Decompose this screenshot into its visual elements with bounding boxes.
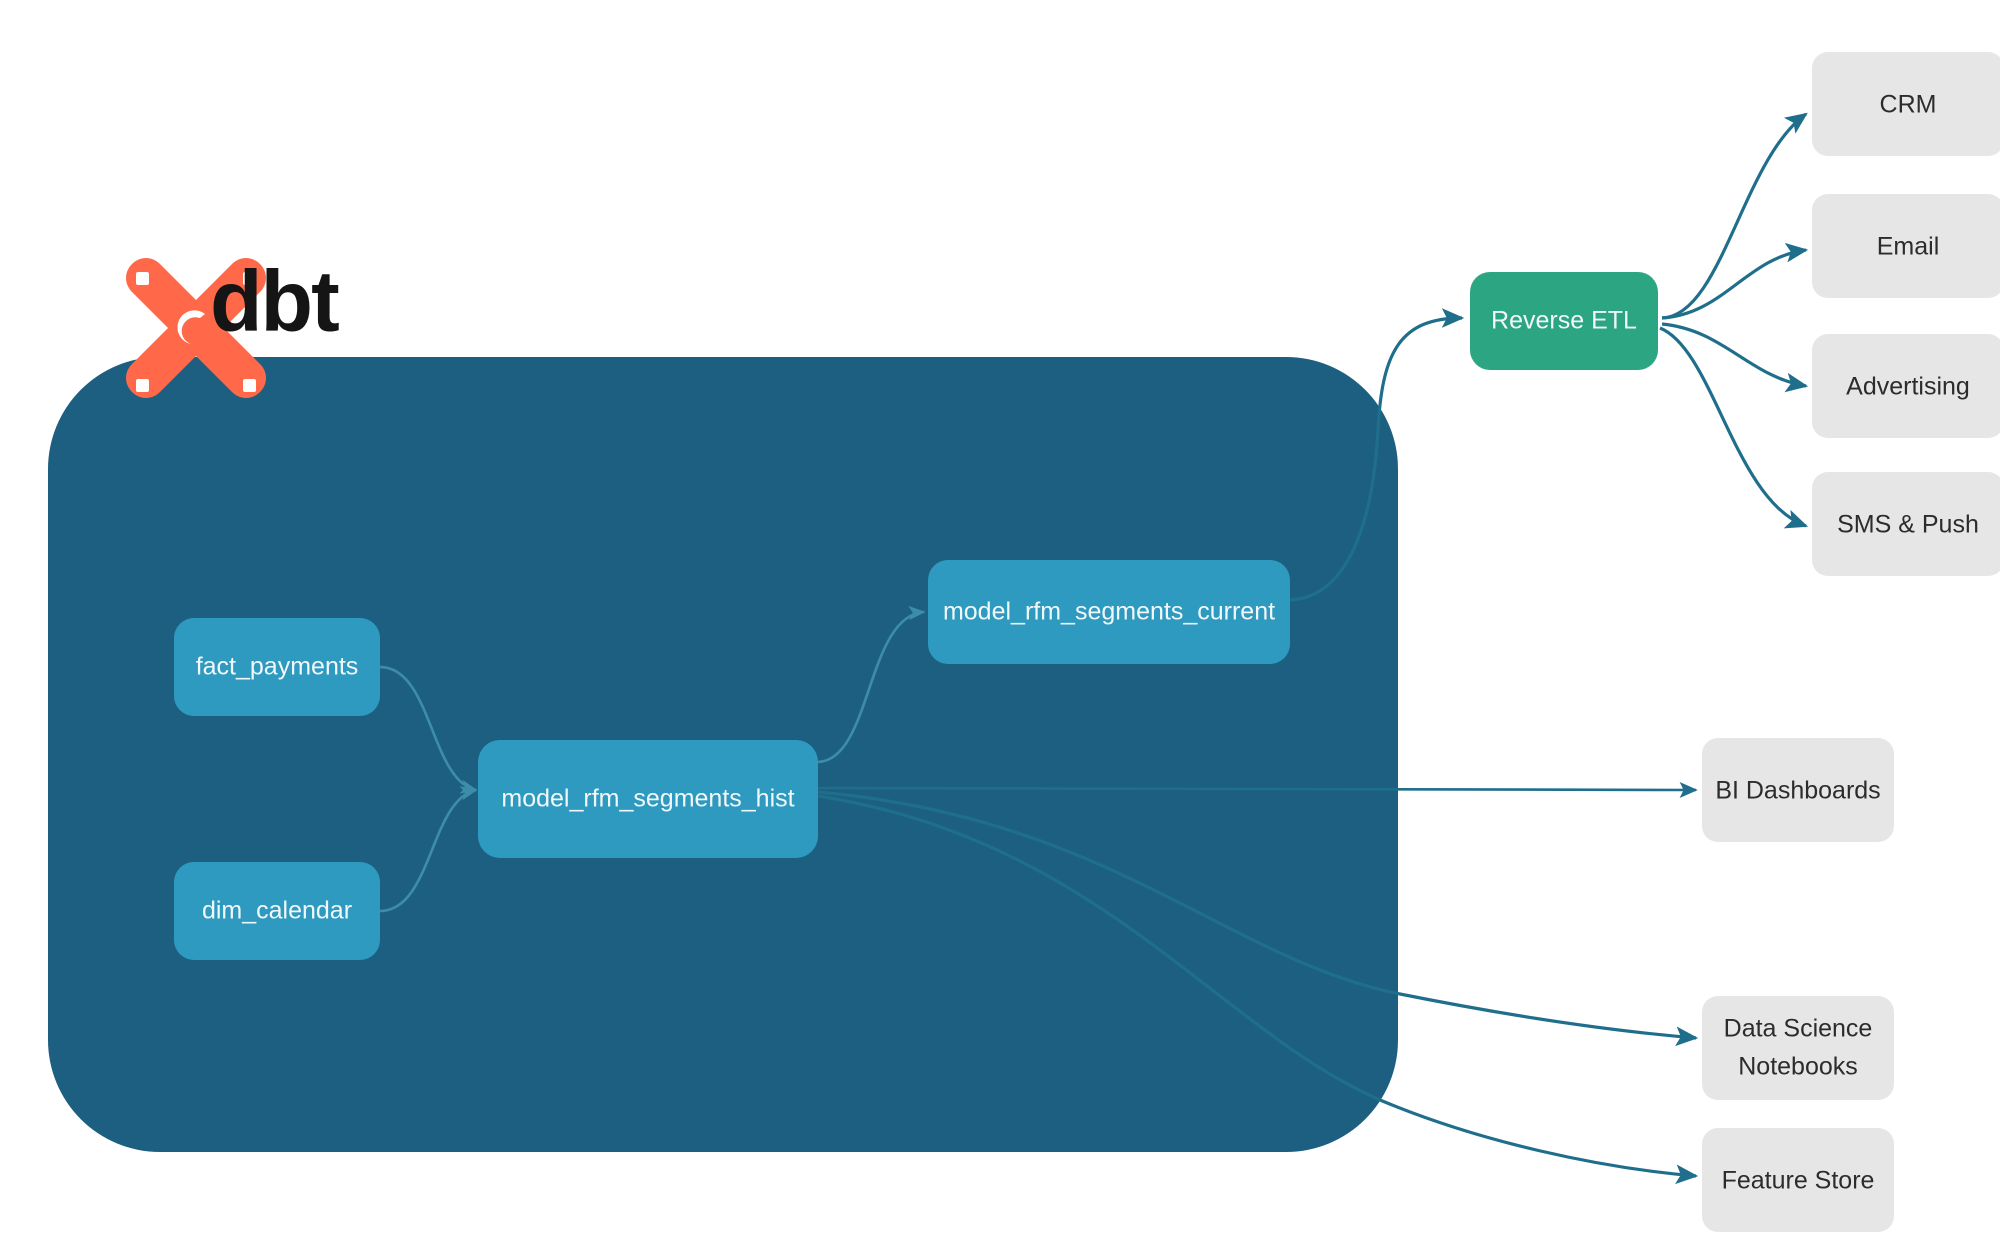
edge-reverse-etl-to-advertising (1661, 322, 1809, 393)
node-label-crm: CRM (1880, 91, 1937, 119)
node-email[interactable]: Email (1812, 194, 2000, 298)
node-label-data-science-notebooks-line1: Data Science (1724, 1015, 1873, 1043)
node-label-advertising: Advertising (1846, 373, 1970, 401)
node-bi-dashboards[interactable]: BI Dashboards (1702, 738, 1894, 842)
edge-reverse-etl-to-sms-push (1659, 326, 1809, 529)
node-fact-payments[interactable]: fact_payments (174, 618, 380, 716)
node-label-reverse-etl: Reverse ETL (1491, 307, 1637, 335)
edge-hist-to-bi-dashboards (817, 781, 1698, 798)
node-data-science-notebooks[interactable]: Data Science Notebooks (1702, 996, 1894, 1100)
edge-dim-calendar-to-hist (379, 786, 478, 913)
node-label-feature-store: Feature Store (1722, 1167, 1875, 1195)
node-advertising[interactable]: Advertising (1812, 334, 2000, 438)
edge-current-to-reverse-etl (1289, 308, 1465, 602)
node-dim-calendar[interactable]: dim_calendar (174, 862, 380, 960)
edge-hist-to-current (817, 606, 926, 764)
node-model-rfm-segments-current[interactable]: model_rfm_segments_current (928, 560, 1290, 664)
dbt-logo: dbt (126, 254, 341, 398)
dbt-logo-mark-icon (126, 258, 266, 398)
node-sms-push[interactable]: SMS & Push (1812, 472, 2000, 576)
destination-nodes: CRM Email Advertising SMS & Push BI Dash… (1702, 52, 2000, 1232)
edge-fact-payments-to-hist (379, 665, 478, 794)
edge-group-external (817, 112, 1809, 1185)
edge-hist-to-data-science-notebooks (817, 790, 1699, 1047)
node-label-sms-push: SMS & Push (1837, 511, 1979, 539)
node-label-fact-payments: fact_payments (196, 653, 359, 681)
node-label-data-science-notebooks-line2: Notebooks (1738, 1053, 1858, 1081)
node-reverse-etl[interactable]: Reverse ETL (1470, 272, 1658, 370)
edge-hist-to-feature-store (817, 794, 1699, 1185)
node-crm[interactable]: CRM (1812, 52, 2000, 156)
node-label-bi-dashboards: BI Dashboards (1715, 777, 1880, 805)
dbt-wordmark: dbt (210, 254, 339, 350)
node-label-model-rfm-segments-hist: model_rfm_segments_hist (501, 785, 794, 813)
node-label-model-rfm-segments-current: model_rfm_segments_current (943, 598, 1275, 626)
edge-reverse-etl-to-email (1661, 242, 1809, 320)
node-model-rfm-segments-hist[interactable]: model_rfm_segments_hist (478, 740, 818, 858)
edge-reverse-etl-to-crm (1661, 112, 1808, 320)
node-label-email: Email (1877, 233, 1940, 261)
node-feature-store[interactable]: Feature Store (1702, 1128, 1894, 1232)
model-nodes: fact_payments dim_calendar model_rfm_seg… (174, 560, 1290, 960)
edge-group-internal (379, 606, 926, 913)
node-label-dim-calendar: dim_calendar (202, 897, 352, 925)
